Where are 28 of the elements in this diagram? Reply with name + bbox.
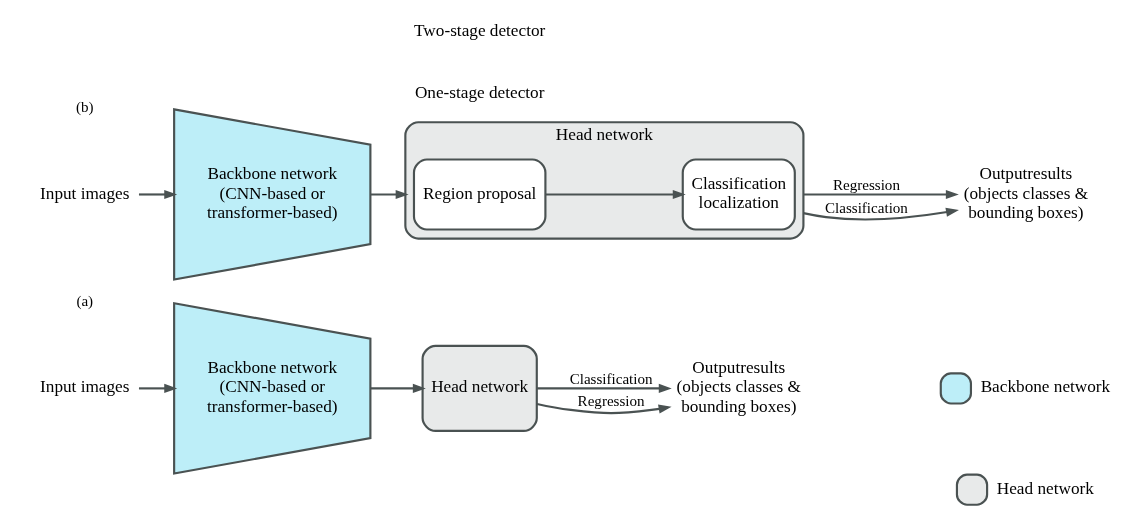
label: Two-stage detector — [414, 20, 546, 40]
arrow — [370, 383, 426, 393]
edge-label: Regression — [832, 177, 900, 194]
arrow — [536, 402, 672, 415]
legend-label: Head network — [996, 478, 1094, 498]
label: (a) — [76, 293, 94, 310]
node-text: Input images — [40, 183, 130, 203]
arrow — [545, 189, 686, 199]
node-box: Head network — [421, 344, 538, 432]
node-box: Classification localization — [681, 158, 796, 231]
arrow — [370, 189, 409, 199]
node-box: Backbone network (CNN-based or transformer-based) — [173, 108, 372, 281]
arrow — [536, 383, 672, 393]
edge-label: Classification — [569, 371, 653, 388]
label: One-stage detector — [414, 83, 545, 103]
node-box: Backbone network (CNN-based or transformer-based) — [173, 302, 372, 475]
node-text: Outputresults (objects classes & bounding boxes) — [963, 164, 1089, 222]
edge-label: Regression — [577, 392, 645, 409]
label: (b) — [75, 99, 94, 116]
arrow — [138, 189, 178, 199]
arrow — [803, 189, 959, 199]
node-box: Region proposal — [412, 158, 547, 231]
node-text: Input images — [40, 377, 130, 397]
node-text: Outputresults (objects classes & bounding boxes) — [676, 358, 801, 416]
arrow — [138, 383, 178, 393]
legend-label: Backbone network — [980, 377, 1111, 397]
arrow — [803, 207, 959, 221]
edge-label: Classification — [824, 200, 908, 216]
